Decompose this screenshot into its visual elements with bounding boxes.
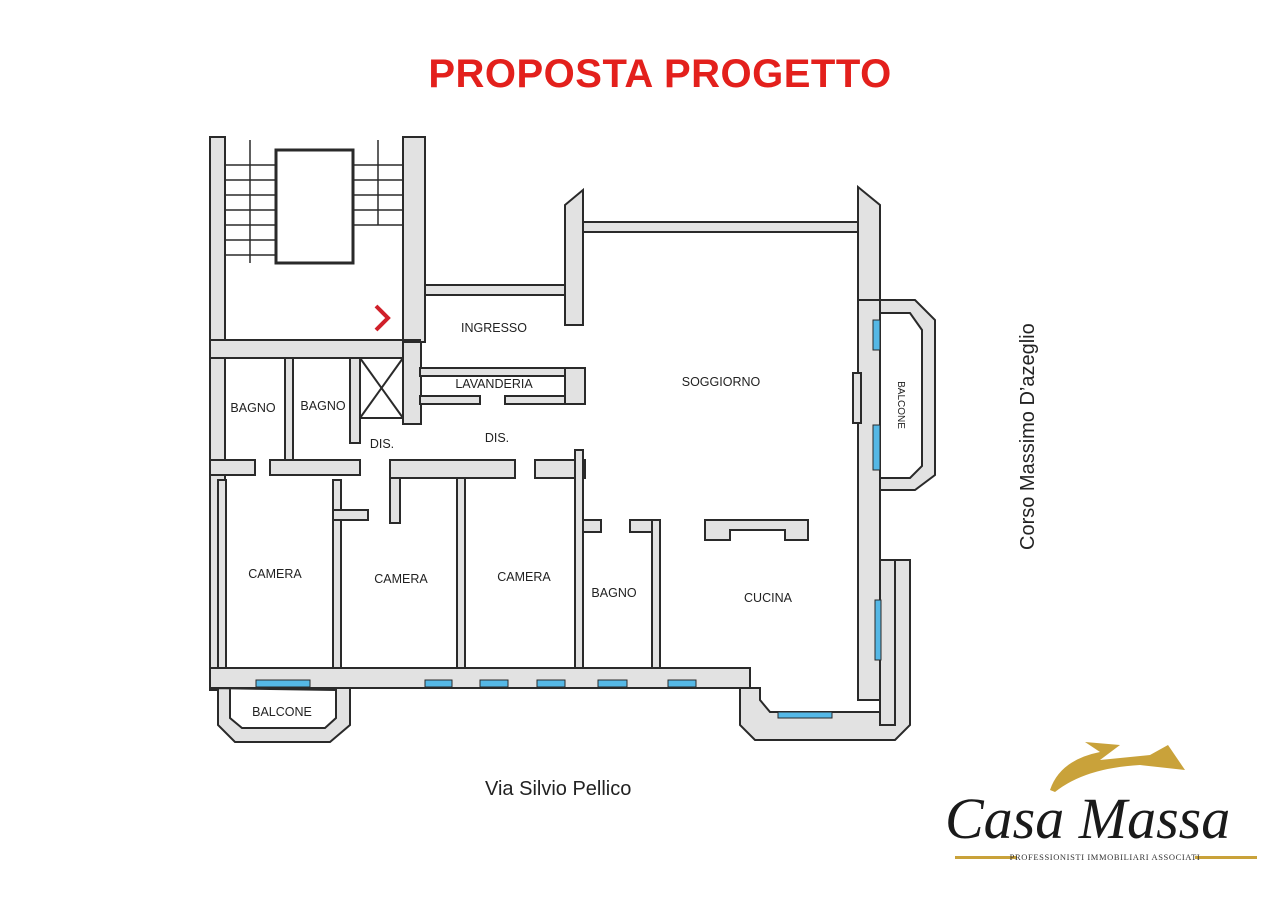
page-title: PROPOSTA PROGETTO	[428, 52, 892, 96]
room-label-soggiorno: SOGGIORNO	[682, 375, 761, 389]
room-label-camera-3: CAMERA	[497, 570, 551, 584]
entry-marker-icon	[374, 304, 391, 332]
room-label-bagno-3: BAGNO	[591, 586, 636, 600]
company-logo: Casa Massa PROFESSIONISTI IMMOBILIARI AS…	[945, 742, 1257, 862]
room-label-balcone-left: BALCONE	[252, 705, 312, 719]
street-label-bottom: Via Silvio Pellico	[485, 778, 631, 800]
walls	[209, 136, 936, 743]
room-label-camera-1: CAMERA	[248, 567, 302, 581]
room-label-bagno-2: BAGNO	[300, 399, 345, 413]
room-label-balcone-right: BALCONE	[895, 381, 906, 429]
street-label-right: Corso Massimo D’azeglio	[1017, 323, 1039, 550]
windows	[255, 319, 882, 719]
svg-text:PROFESSIONISTI IMMOBILIARI ASS: PROFESSIONISTI IMMOBILIARI ASSOCIATI	[1010, 852, 1201, 862]
room-label-dis-2: DIS.	[485, 431, 509, 445]
roof-icon	[1050, 742, 1185, 792]
svg-text:Casa Massa: Casa Massa	[945, 786, 1230, 851]
room-label-dis-1: DIS.	[370, 437, 394, 451]
room-label-camera-2: CAMERA	[374, 572, 428, 586]
room-label-bagno-1: BAGNO	[230, 401, 275, 415]
room-label-ingresso: INGRESSO	[461, 321, 527, 335]
room-label-cucina: CUCINA	[744, 591, 793, 605]
room-label-lavanderia: LAVANDERIA	[455, 377, 533, 391]
